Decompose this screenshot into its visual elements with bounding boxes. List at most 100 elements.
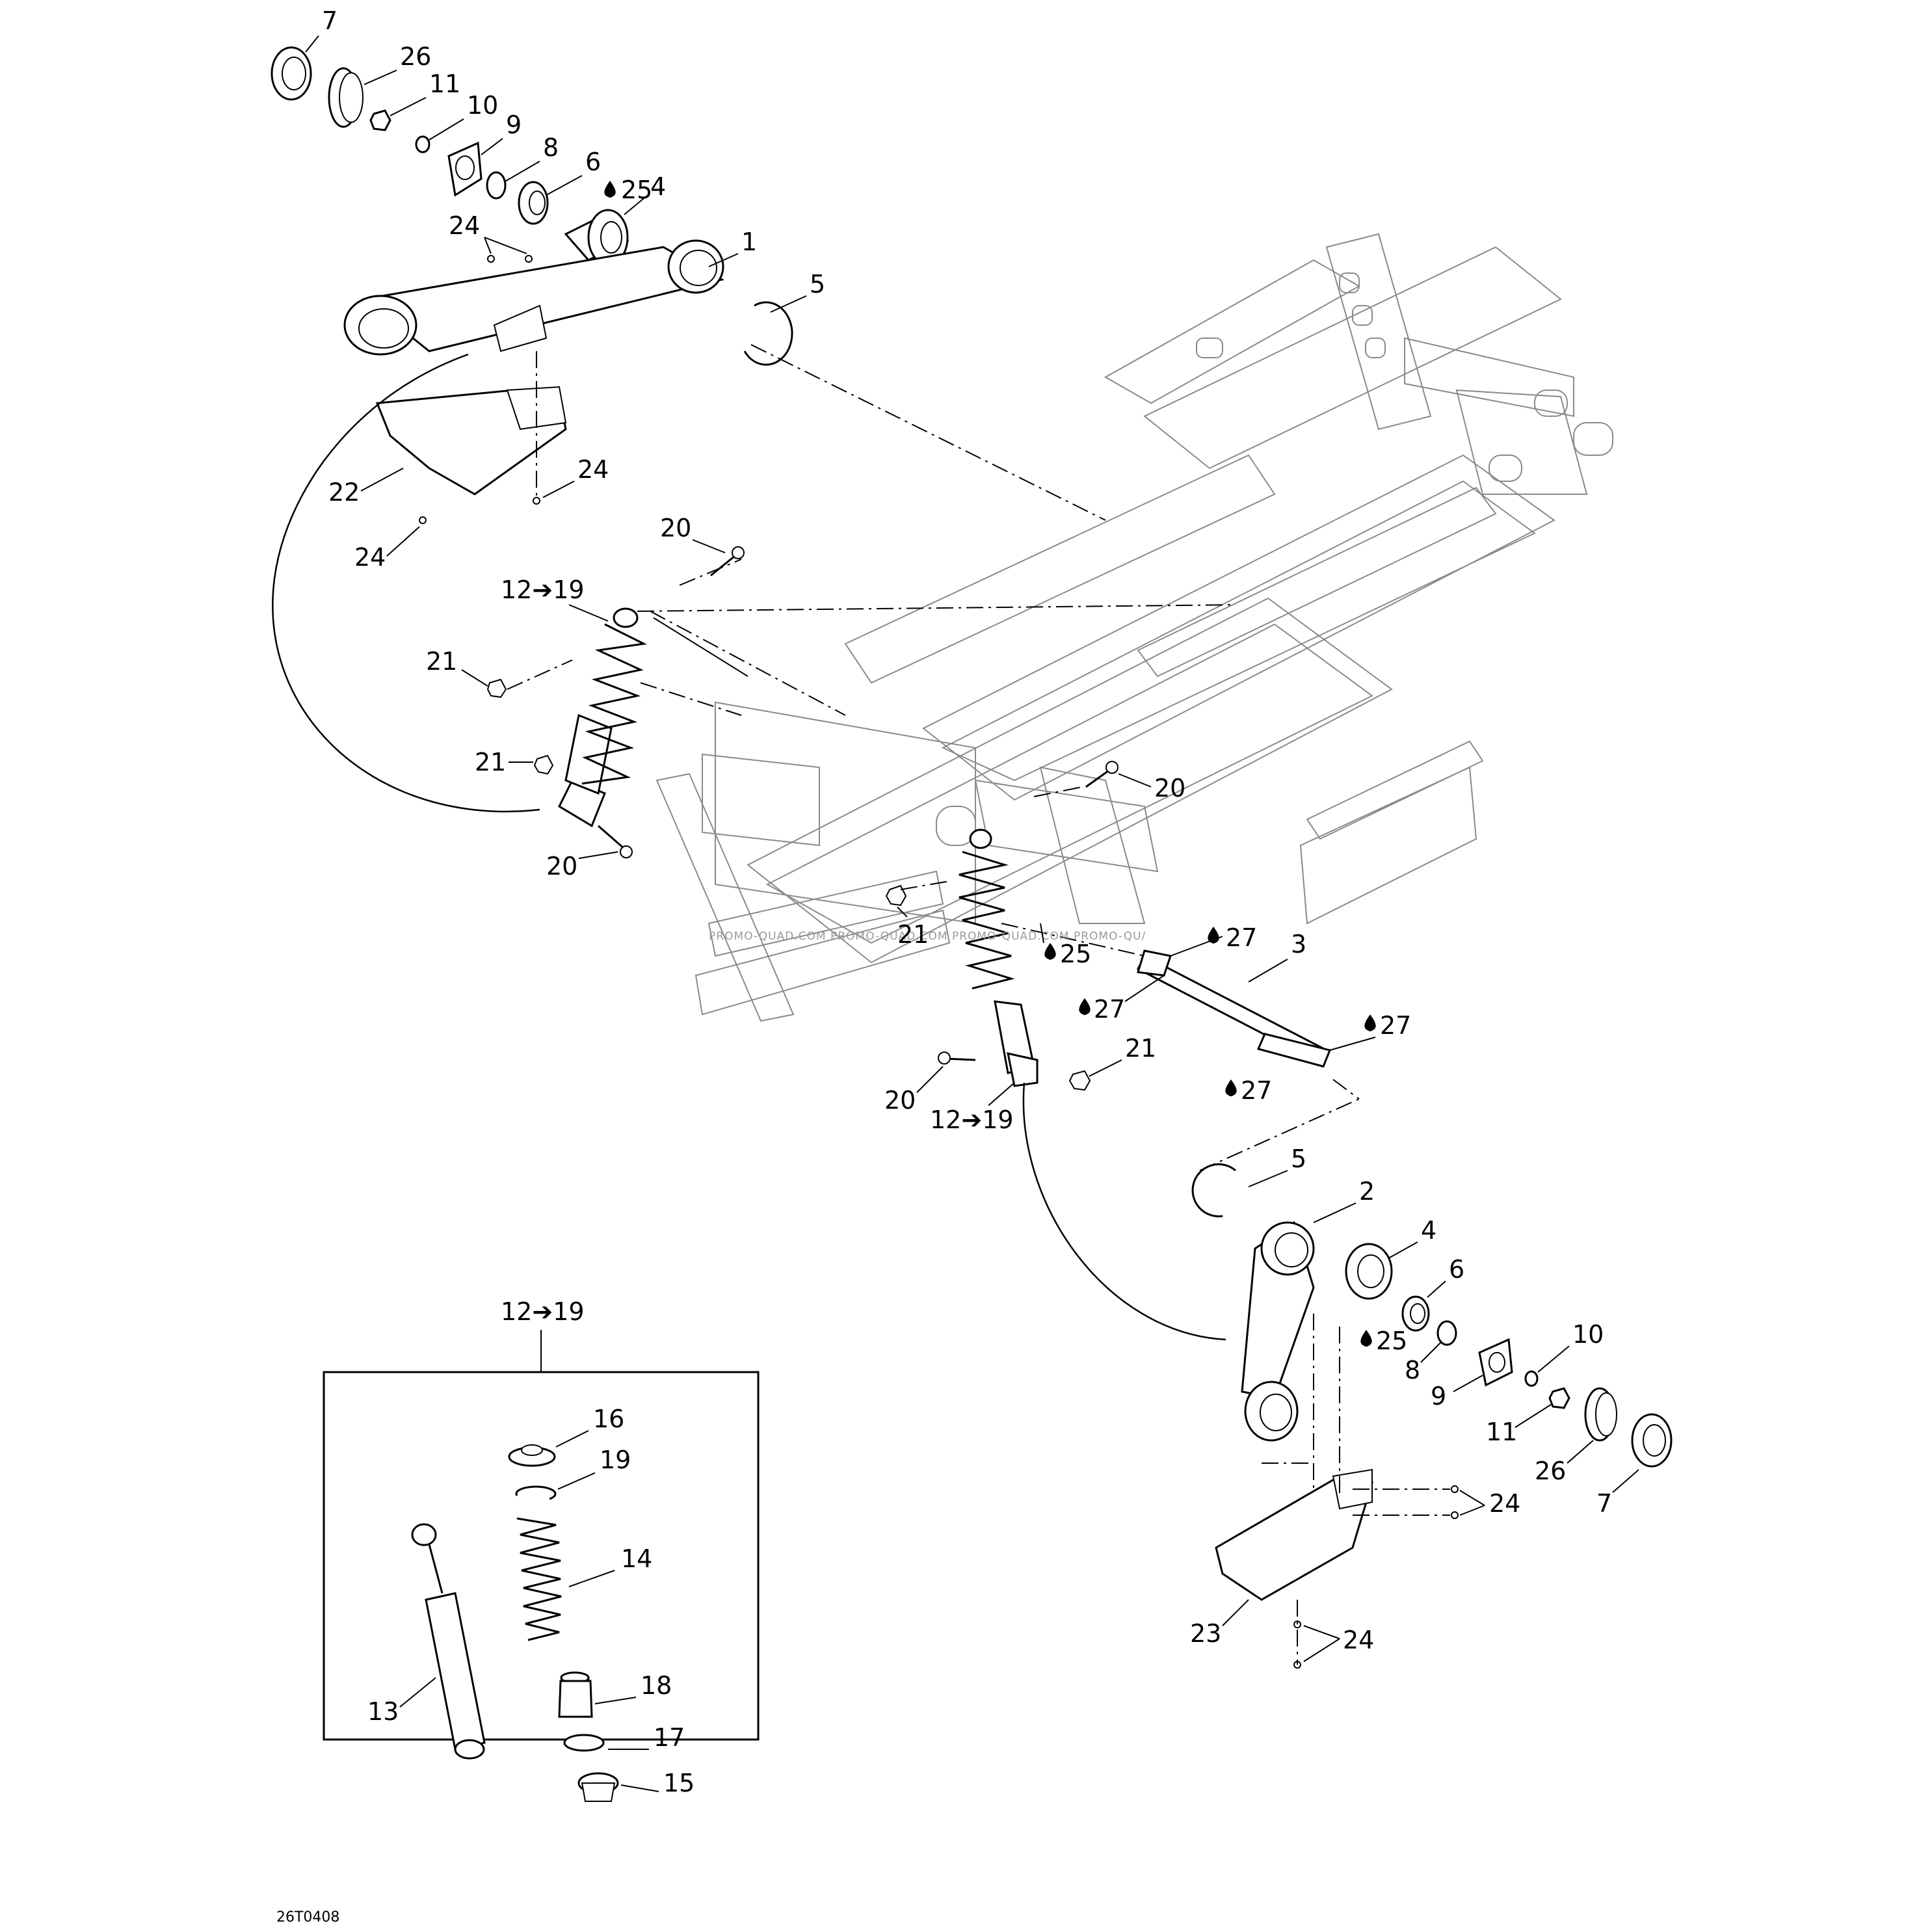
shock-absorber-center <box>959 828 1039 1087</box>
callout-10: 10 <box>467 91 498 120</box>
callout-2: 2 <box>1359 1177 1375 1206</box>
callout-9-right: 9 <box>1431 1382 1446 1410</box>
callout-9: 9 <box>506 111 522 139</box>
damper-13 <box>411 1523 486 1760</box>
callout-23: 23 <box>1190 1619 1221 1648</box>
callout-18: 18 <box>641 1671 672 1700</box>
nut-11-right <box>1548 1387 1570 1409</box>
callout-21-c: 21 <box>897 920 929 949</box>
circlip-5-right <box>1191 1163 1236 1217</box>
callout-10-right: 10 <box>1572 1320 1604 1349</box>
callout-24-right: 24 <box>1489 1489 1520 1518</box>
swing-arm-2 <box>1241 1221 1315 1442</box>
callout-11: 11 <box>429 70 460 98</box>
callout-16: 16 <box>593 1405 624 1433</box>
spring-seat-16 <box>508 1444 556 1467</box>
callout-19: 19 <box>600 1446 631 1474</box>
spring-14 <box>516 1517 562 1641</box>
kit-title: 12➔19 <box>501 1297 585 1326</box>
hub-cap-7-right <box>1631 1413 1673 1468</box>
callout-17: 17 <box>654 1723 685 1752</box>
callout-27-c: 27 <box>1380 1011 1411 1040</box>
seal-6-right <box>1401 1295 1430 1332</box>
callout-5-left: 5 <box>810 270 825 298</box>
bolt-20-center <box>1085 761 1118 788</box>
kit-inset-box <box>323 1371 760 1741</box>
bearing-4-right <box>1345 1243 1393 1300</box>
callout-8-right-label: 8 <box>1405 1356 1420 1384</box>
callout-6: 6 <box>585 148 601 176</box>
callout-7: 7 <box>322 7 337 35</box>
callout-24-low: 24 <box>354 543 386 572</box>
callout-20-top: 20 <box>660 514 691 542</box>
skid-plate-22 <box>375 386 567 496</box>
bearing-4-left <box>564 209 629 266</box>
callout-12-19-a: 12➔19 <box>501 576 585 604</box>
flange-9-right <box>1478 1338 1513 1387</box>
callout-7-right: 7 <box>1596 1489 1612 1518</box>
callout-27-b: 27 <box>1094 995 1125 1024</box>
callout-13: 13 <box>367 1697 399 1726</box>
bolts-24-left <box>419 255 540 524</box>
nut-21-bottom <box>1068 1070 1091 1091</box>
callout-21-a: 21 <box>426 647 457 676</box>
callout-25: 25 <box>621 176 652 204</box>
callout-24-top: 24 <box>449 211 480 240</box>
shaft-3 <box>1136 949 1332 1068</box>
callout-11-right: 11 <box>1486 1418 1517 1446</box>
callout-21-d: 21 <box>1125 1034 1156 1063</box>
callout-15: 15 <box>663 1769 695 1797</box>
callout-27-d: 27 <box>1241 1076 1272 1105</box>
ring-8-left <box>486 171 507 200</box>
callout-21-b: 21 <box>475 748 506 776</box>
callout-26: 26 <box>400 42 431 71</box>
shock-absorber-upper <box>558 607 647 828</box>
hub-cap-7-left <box>271 46 312 101</box>
washer-17 <box>563 1734 605 1752</box>
callout-20-mid: 20 <box>1154 774 1185 802</box>
washer-10-left <box>415 135 430 153</box>
circlip-5-left <box>743 301 793 366</box>
nut-21-upper-b <box>533 754 554 775</box>
callout-20-bottom: 20 <box>884 1086 916 1115</box>
callout-25-b: 25 <box>1060 940 1091 968</box>
nut-21-upper-a <box>486 678 507 698</box>
callout-25-c: 25 <box>1376 1327 1407 1355</box>
clamp-26-left <box>328 67 364 128</box>
watermark: PROMO-QUAD.COM PROMO-QUAD.COM PROMO-QUAD… <box>709 930 1146 943</box>
drop-icon <box>604 181 1376 1347</box>
callout-4-left: 4 <box>650 172 666 201</box>
callout-8: 8 <box>543 133 559 162</box>
callout-24-bottom: 24 <box>1343 1626 1374 1654</box>
callout-4-right: 4 <box>1421 1216 1436 1245</box>
clamp-26-right <box>1584 1387 1617 1442</box>
dust-cover-18 <box>558 1671 593 1718</box>
callout-6-right: 6 <box>1449 1255 1464 1284</box>
callout-14: 14 <box>621 1544 652 1573</box>
vehicle-frame <box>655 233 1613 1022</box>
diagram-code: 26T0408 <box>276 1909 339 1925</box>
flange-9-left <box>447 141 483 197</box>
assembly-lines <box>272 344 1450 1665</box>
callout-12-19-b: 12➔19 <box>930 1105 1014 1134</box>
swing-arm-1 <box>343 239 725 356</box>
bolt-20-bottom <box>938 1052 976 1065</box>
seal-6-left <box>518 181 549 225</box>
clip-19 <box>515 1485 557 1500</box>
callout-labels: 7 26 11 10 9 8 6 25 4 4 4 4 4 4 4 4 4 4 … <box>305 7 1639 1797</box>
nut-21-center <box>885 884 907 906</box>
callout-26-right: 26 <box>1535 1457 1566 1485</box>
bolt-20-lower <box>598 825 633 858</box>
callout-5-right: 5 <box>1291 1145 1306 1173</box>
callout-24-mid: 24 <box>577 455 609 484</box>
callout-22: 22 <box>328 478 360 507</box>
washer-10-right <box>1524 1370 1539 1387</box>
callout-3: 3 <box>1291 930 1306 959</box>
nut-11-left <box>369 109 391 131</box>
callout-1: 1 <box>741 228 757 256</box>
bolt-20-upper <box>710 546 745 577</box>
lower-seat-15 <box>577 1772 619 1802</box>
skid-plate-23 <box>1215 1468 1373 1601</box>
callout-27-a: 27 <box>1226 923 1257 952</box>
